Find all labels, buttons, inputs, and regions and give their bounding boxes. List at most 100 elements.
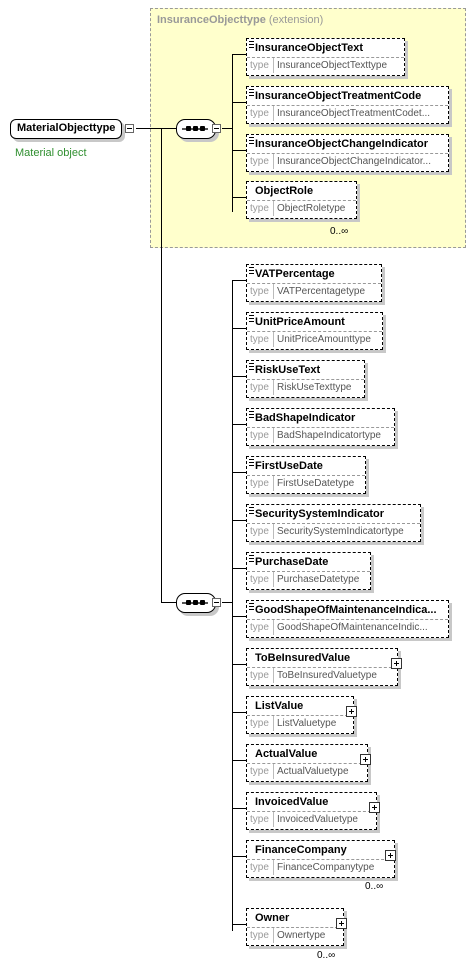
element-insurance-object-treatment-code[interactable]: InsuranceObjectTreatmentCode type Insura…	[246, 86, 449, 124]
occurrence-label: 0..∞	[330, 226, 349, 237]
element-name: ToBeInsuredValue	[255, 652, 351, 664]
element-name: Owner	[255, 912, 290, 924]
element-good-shape-of-maintenance-indicator[interactable]: GoodShapeOfMaintenanceIndica... type Goo…	[246, 600, 449, 638]
extension-title: InsuranceObjecttype (extension)	[157, 14, 323, 26]
element-list-value[interactable]: ListValue type ListValuetype	[246, 696, 354, 734]
type-label: type	[250, 108, 269, 119]
element-name: RiskUseText	[255, 364, 321, 376]
element-type: Ownertype	[277, 930, 326, 941]
element-name: FirstUseDate	[255, 460, 323, 472]
element-name: ActualValue	[255, 748, 318, 760]
element-name: VATPercentage	[255, 268, 335, 280]
element-bad-shape-indicator[interactable]: BadShapeIndicator type BadShapeIndicator…	[246, 408, 395, 446]
element-name: InsuranceObjectText	[255, 42, 363, 54]
element-name: PurchaseDate	[255, 556, 329, 568]
element-to-be-insured-value[interactable]: ToBeInsuredValue type ToBeInsuredValuety…	[246, 648, 398, 686]
type-label: type	[250, 60, 269, 71]
collapse-root-icon[interactable]	[125, 124, 134, 133]
element-type: InsuranceObjectTreatmentCodet...	[277, 108, 431, 119]
occurrence-label: 0..∞	[365, 881, 384, 892]
element-type: FirstUseDatetype	[277, 478, 355, 489]
element-name: UnitPriceAmount	[255, 316, 345, 328]
element-type: VATPercentagetype	[277, 286, 366, 297]
element-name: InvoicedValue	[255, 796, 329, 808]
expand-owner-icon[interactable]	[336, 918, 347, 929]
type-label: type	[250, 670, 269, 681]
root-element[interactable]: MaterialObjecttype	[10, 119, 122, 139]
type-label: type	[250, 766, 269, 777]
element-insurance-object-change-indicator[interactable]: InsuranceObjectChangeIndicator type Insu…	[246, 134, 449, 172]
element-type: PurchaseDatetype	[277, 574, 360, 585]
element-type: ListValuetype	[277, 718, 337, 729]
expand-actual-value-icon[interactable]	[360, 754, 371, 765]
type-label: type	[250, 203, 269, 214]
type-label: type	[250, 930, 269, 941]
content-lines-icon	[249, 411, 254, 418]
content-lines-icon	[249, 459, 254, 466]
expand-finance-company-icon[interactable]	[385, 850, 396, 861]
element-name: ListValue	[255, 700, 304, 712]
element-name: FinanceCompany	[255, 844, 347, 856]
element-type: ObjectRoletype	[277, 203, 346, 214]
element-type: InvoicedValuetype	[277, 814, 358, 825]
element-type: BadShapeIndicatortype	[277, 430, 381, 441]
element-type: FinanceCompanytype	[277, 862, 375, 873]
collapse-sequence-2-icon[interactable]	[212, 598, 221, 607]
content-lines-icon	[249, 89, 254, 96]
content-lines-icon	[249, 507, 254, 514]
element-name: ObjectRole	[255, 185, 314, 197]
element-purchase-date[interactable]: PurchaseDate type PurchaseDatetype	[246, 552, 371, 590]
element-type: ActualValuetype	[277, 766, 349, 777]
content-lines-icon	[249, 267, 254, 274]
type-label: type	[250, 526, 269, 537]
content-lines-icon	[249, 603, 254, 610]
element-vat-percentage[interactable]: VATPercentage type VATPercentagetype	[246, 264, 382, 302]
element-name: InsuranceObjectTreatmentCode	[255, 90, 422, 102]
type-label: type	[250, 718, 269, 729]
element-risk-use-text[interactable]: RiskUseText type RiskUseTexttype	[246, 360, 365, 398]
type-label: type	[250, 286, 269, 297]
type-label: type	[250, 622, 269, 633]
expand-invoiced-value-icon[interactable]	[369, 802, 380, 813]
element-unit-price-amount[interactable]: UnitPriceAmount type UnitPriceAmounttype	[246, 312, 383, 350]
extension-name: InsuranceObjecttype	[157, 14, 266, 26]
element-object-role[interactable]: ObjectRole type ObjectRoletype	[246, 181, 357, 219]
content-lines-icon	[249, 41, 254, 48]
element-name: BadShapeIndicator	[255, 412, 356, 424]
collapse-sequence-1-icon[interactable]	[212, 124, 221, 133]
content-lines-icon	[249, 137, 254, 144]
element-type: RiskUseTexttype	[277, 382, 352, 393]
type-label: type	[250, 382, 269, 393]
element-name: SecuritySystemIndicator	[255, 508, 384, 520]
type-label: type	[250, 156, 269, 167]
element-name: GoodShapeOfMaintenanceIndica...	[255, 604, 437, 616]
element-actual-value[interactable]: ActualValue type ActualValuetype	[246, 744, 368, 782]
element-first-use-date[interactable]: FirstUseDate type FirstUseDatetype	[246, 456, 366, 494]
element-security-system-indicator[interactable]: SecuritySystemIndicator type SecuritySys…	[246, 504, 421, 542]
sequence-compositor-2[interactable]	[176, 593, 216, 613]
root-element-name: MaterialObjecttype	[17, 122, 116, 134]
type-label: type	[250, 430, 269, 441]
element-type: SecuritySystemIndicatortype	[277, 526, 404, 537]
element-type: UnitPriceAmounttype	[277, 334, 371, 345]
element-owner[interactable]: Owner type Ownertype	[246, 908, 344, 946]
element-finance-company[interactable]: FinanceCompany type FinanceCompanytype	[246, 840, 395, 878]
type-label: type	[250, 574, 269, 585]
element-type: InsuranceObjectChangeIndicator...	[277, 156, 431, 167]
type-label: type	[250, 334, 269, 345]
element-type: GoodShapeOfMaintenanceIndic...	[277, 622, 428, 633]
type-label: type	[250, 478, 269, 489]
content-lines-icon	[249, 363, 254, 370]
occurrence-label: 0..∞	[317, 950, 336, 961]
expand-to-be-insured-value-icon[interactable]	[391, 658, 402, 669]
sequence-compositor-1[interactable]	[176, 119, 216, 139]
content-lines-icon	[249, 315, 254, 322]
element-type: ToBeInsuredValuetype	[277, 670, 377, 681]
type-label: type	[250, 814, 269, 825]
element-invoiced-value[interactable]: InvoicedValue type InvoicedValuetype	[246, 792, 377, 830]
element-name: InsuranceObjectChangeIndicator	[255, 138, 428, 150]
expand-list-value-icon[interactable]	[346, 706, 357, 717]
element-insurance-object-text[interactable]: InsuranceObjectText type InsuranceObject…	[246, 38, 405, 76]
element-type: InsuranceObjectTexttype	[277, 60, 388, 71]
